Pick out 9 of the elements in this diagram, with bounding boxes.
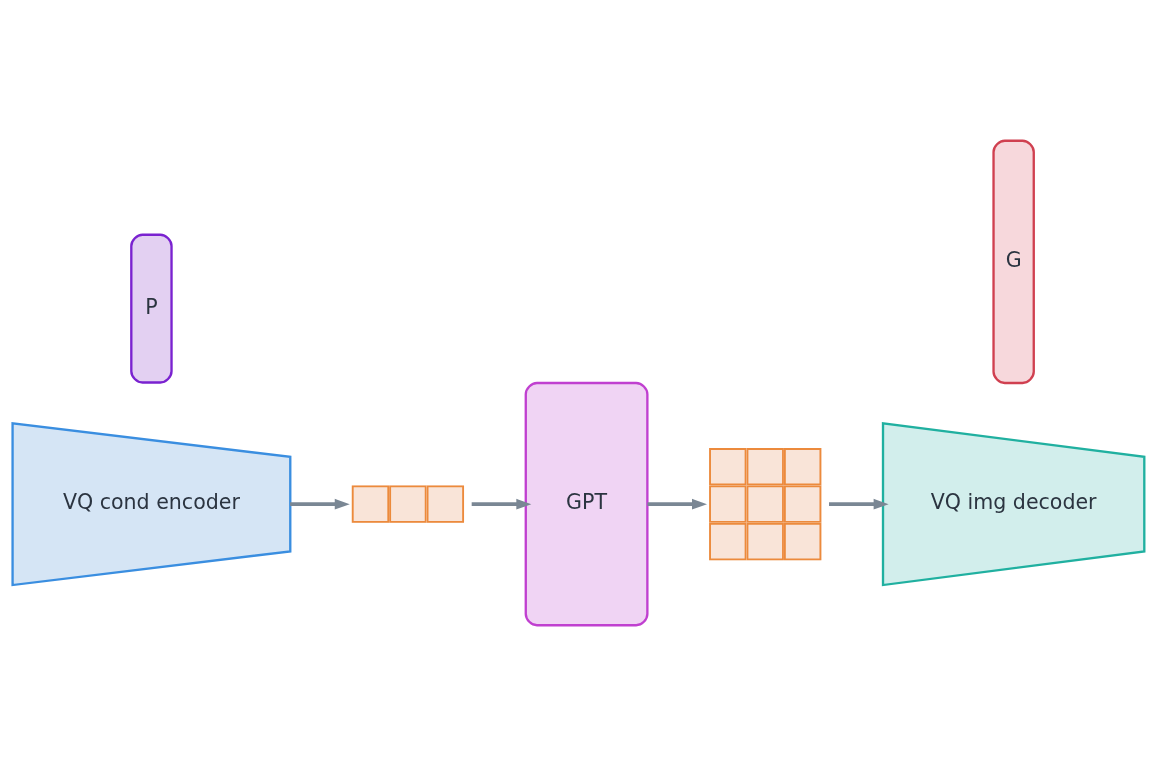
arrow bbox=[647, 498, 707, 509]
node-box: VQ cond encoder bbox=[11, 421, 292, 586]
arrow bbox=[290, 498, 350, 509]
node-box: P bbox=[130, 233, 173, 384]
node-box: VQ img decoder bbox=[881, 421, 1146, 586]
arrow bbox=[471, 498, 532, 509]
node-box: G bbox=[992, 139, 1035, 384]
node-box: GPT bbox=[524, 381, 649, 626]
arrow bbox=[829, 498, 889, 509]
